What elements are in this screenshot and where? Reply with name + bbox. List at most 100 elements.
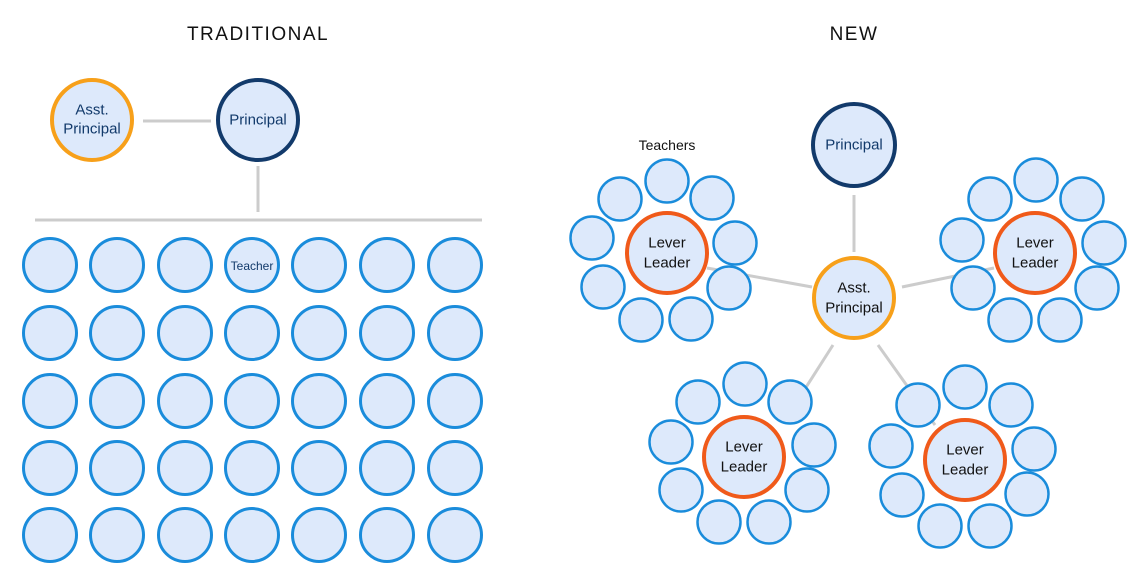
teacher-node <box>291 507 347 563</box>
teacher-node <box>157 440 213 496</box>
teacher-circle <box>359 373 415 429</box>
teacher-node <box>291 373 347 429</box>
principal-label: Principal <box>825 137 883 154</box>
teacher-node <box>291 305 347 361</box>
teacher-circle <box>359 305 415 361</box>
lever-leader-label-line1: Lever <box>648 235 686 252</box>
teacher-circle <box>712 220 758 266</box>
teacher-circle <box>675 379 721 425</box>
lever-leader-circle <box>993 211 1077 295</box>
teacher-node <box>359 440 415 496</box>
teacher-node <box>89 305 145 361</box>
lever-leader-label-line1: Lever <box>1016 235 1054 252</box>
teacher-circle <box>917 503 963 549</box>
teachers-caption: Teachers <box>639 137 696 153</box>
lever-leader-label-line2: Leader <box>1012 255 1059 272</box>
teacher-circle <box>784 467 830 513</box>
teacher-circle <box>22 440 78 496</box>
teacher-circle <box>767 379 813 425</box>
teacher-circle <box>746 499 792 545</box>
teacher-circle <box>359 440 415 496</box>
teacher-circle <box>157 237 213 293</box>
new-heading: NEW <box>830 24 879 45</box>
teacher-circle <box>291 305 347 361</box>
teacher-circle <box>22 507 78 563</box>
teacher-circle <box>359 237 415 293</box>
traditional-principal-node: Principal <box>216 78 300 162</box>
teacher-circle <box>427 237 483 293</box>
teacher-node <box>427 237 483 293</box>
asst-principal-label-line2: Principal <box>63 121 121 138</box>
teacher-circle <box>224 305 280 361</box>
teacher-circle <box>1059 176 1105 222</box>
lever-leader-label-line2: Leader <box>644 255 691 272</box>
teacher-node <box>22 305 78 361</box>
lever-leader-label-line1: Lever <box>946 442 984 459</box>
teacher-node <box>359 507 415 563</box>
teacher-node: Teacher <box>224 237 280 293</box>
teacher-node <box>89 373 145 429</box>
lever-leader-label-line2: Leader <box>942 462 989 479</box>
teacher-node <box>291 440 347 496</box>
teacher-circle <box>879 472 925 518</box>
teacher-circle <box>895 382 941 428</box>
teacher-circle <box>157 373 213 429</box>
teacher-circle <box>569 215 615 261</box>
teacher-circle <box>967 176 1013 222</box>
asst-principal-label-line1: Asst. <box>837 280 870 297</box>
teacher-circle <box>291 237 347 293</box>
teacher-circle <box>224 237 280 293</box>
teacher-circle <box>157 440 213 496</box>
teacher-circle <box>291 373 347 429</box>
teacher-circle <box>967 503 1013 549</box>
new-principal-node: Principal <box>811 102 897 188</box>
teacher-circle <box>224 440 280 496</box>
teacher-node <box>427 305 483 361</box>
teacher-circle <box>224 507 280 563</box>
principal-label: Principal <box>229 112 287 129</box>
teacher-circle <box>1011 426 1057 472</box>
teacher-circle <box>427 305 483 361</box>
teacher-node <box>427 440 483 496</box>
teacher-circle <box>618 297 664 343</box>
asst-principal-circle <box>812 256 896 340</box>
teacher-node <box>22 440 78 496</box>
teacher-node <box>22 237 78 293</box>
teacher-node <box>224 440 280 496</box>
teacher-circle <box>722 361 768 407</box>
teacher-circle <box>1074 265 1120 311</box>
teacher-circle <box>668 296 714 342</box>
teacher-circle <box>359 507 415 563</box>
teacher-circle <box>939 217 985 263</box>
teacher-circle <box>22 237 78 293</box>
teacher-node <box>359 237 415 293</box>
lever-leader-clusters: LeverLeaderLeverLeaderLeverLeaderLeverLe… <box>569 157 1127 549</box>
teacher-circle <box>597 176 643 222</box>
teacher-label: Teacher <box>231 259 274 273</box>
teacher-node <box>359 373 415 429</box>
teacher-node <box>89 507 145 563</box>
lever-leader-circle <box>625 211 709 295</box>
connector-ap-to-lever-leader-bottom-left <box>801 344 835 393</box>
teacher-circle <box>89 373 145 429</box>
teacher-circle <box>427 440 483 496</box>
teacher-circle <box>427 373 483 429</box>
teacher-node <box>291 237 347 293</box>
teacher-circle <box>1081 220 1127 266</box>
teacher-circle <box>157 305 213 361</box>
teacher-circle <box>580 264 626 310</box>
teacher-node <box>157 237 213 293</box>
teacher-circle <box>942 364 988 410</box>
asst-principal-label-line1: Asst. <box>75 102 108 119</box>
teacher-circle <box>291 440 347 496</box>
teacher-node <box>224 507 280 563</box>
teacher-circle <box>791 422 837 468</box>
teacher-circle <box>89 440 145 496</box>
teacher-circle <box>658 467 704 513</box>
teacher-node <box>224 373 280 429</box>
